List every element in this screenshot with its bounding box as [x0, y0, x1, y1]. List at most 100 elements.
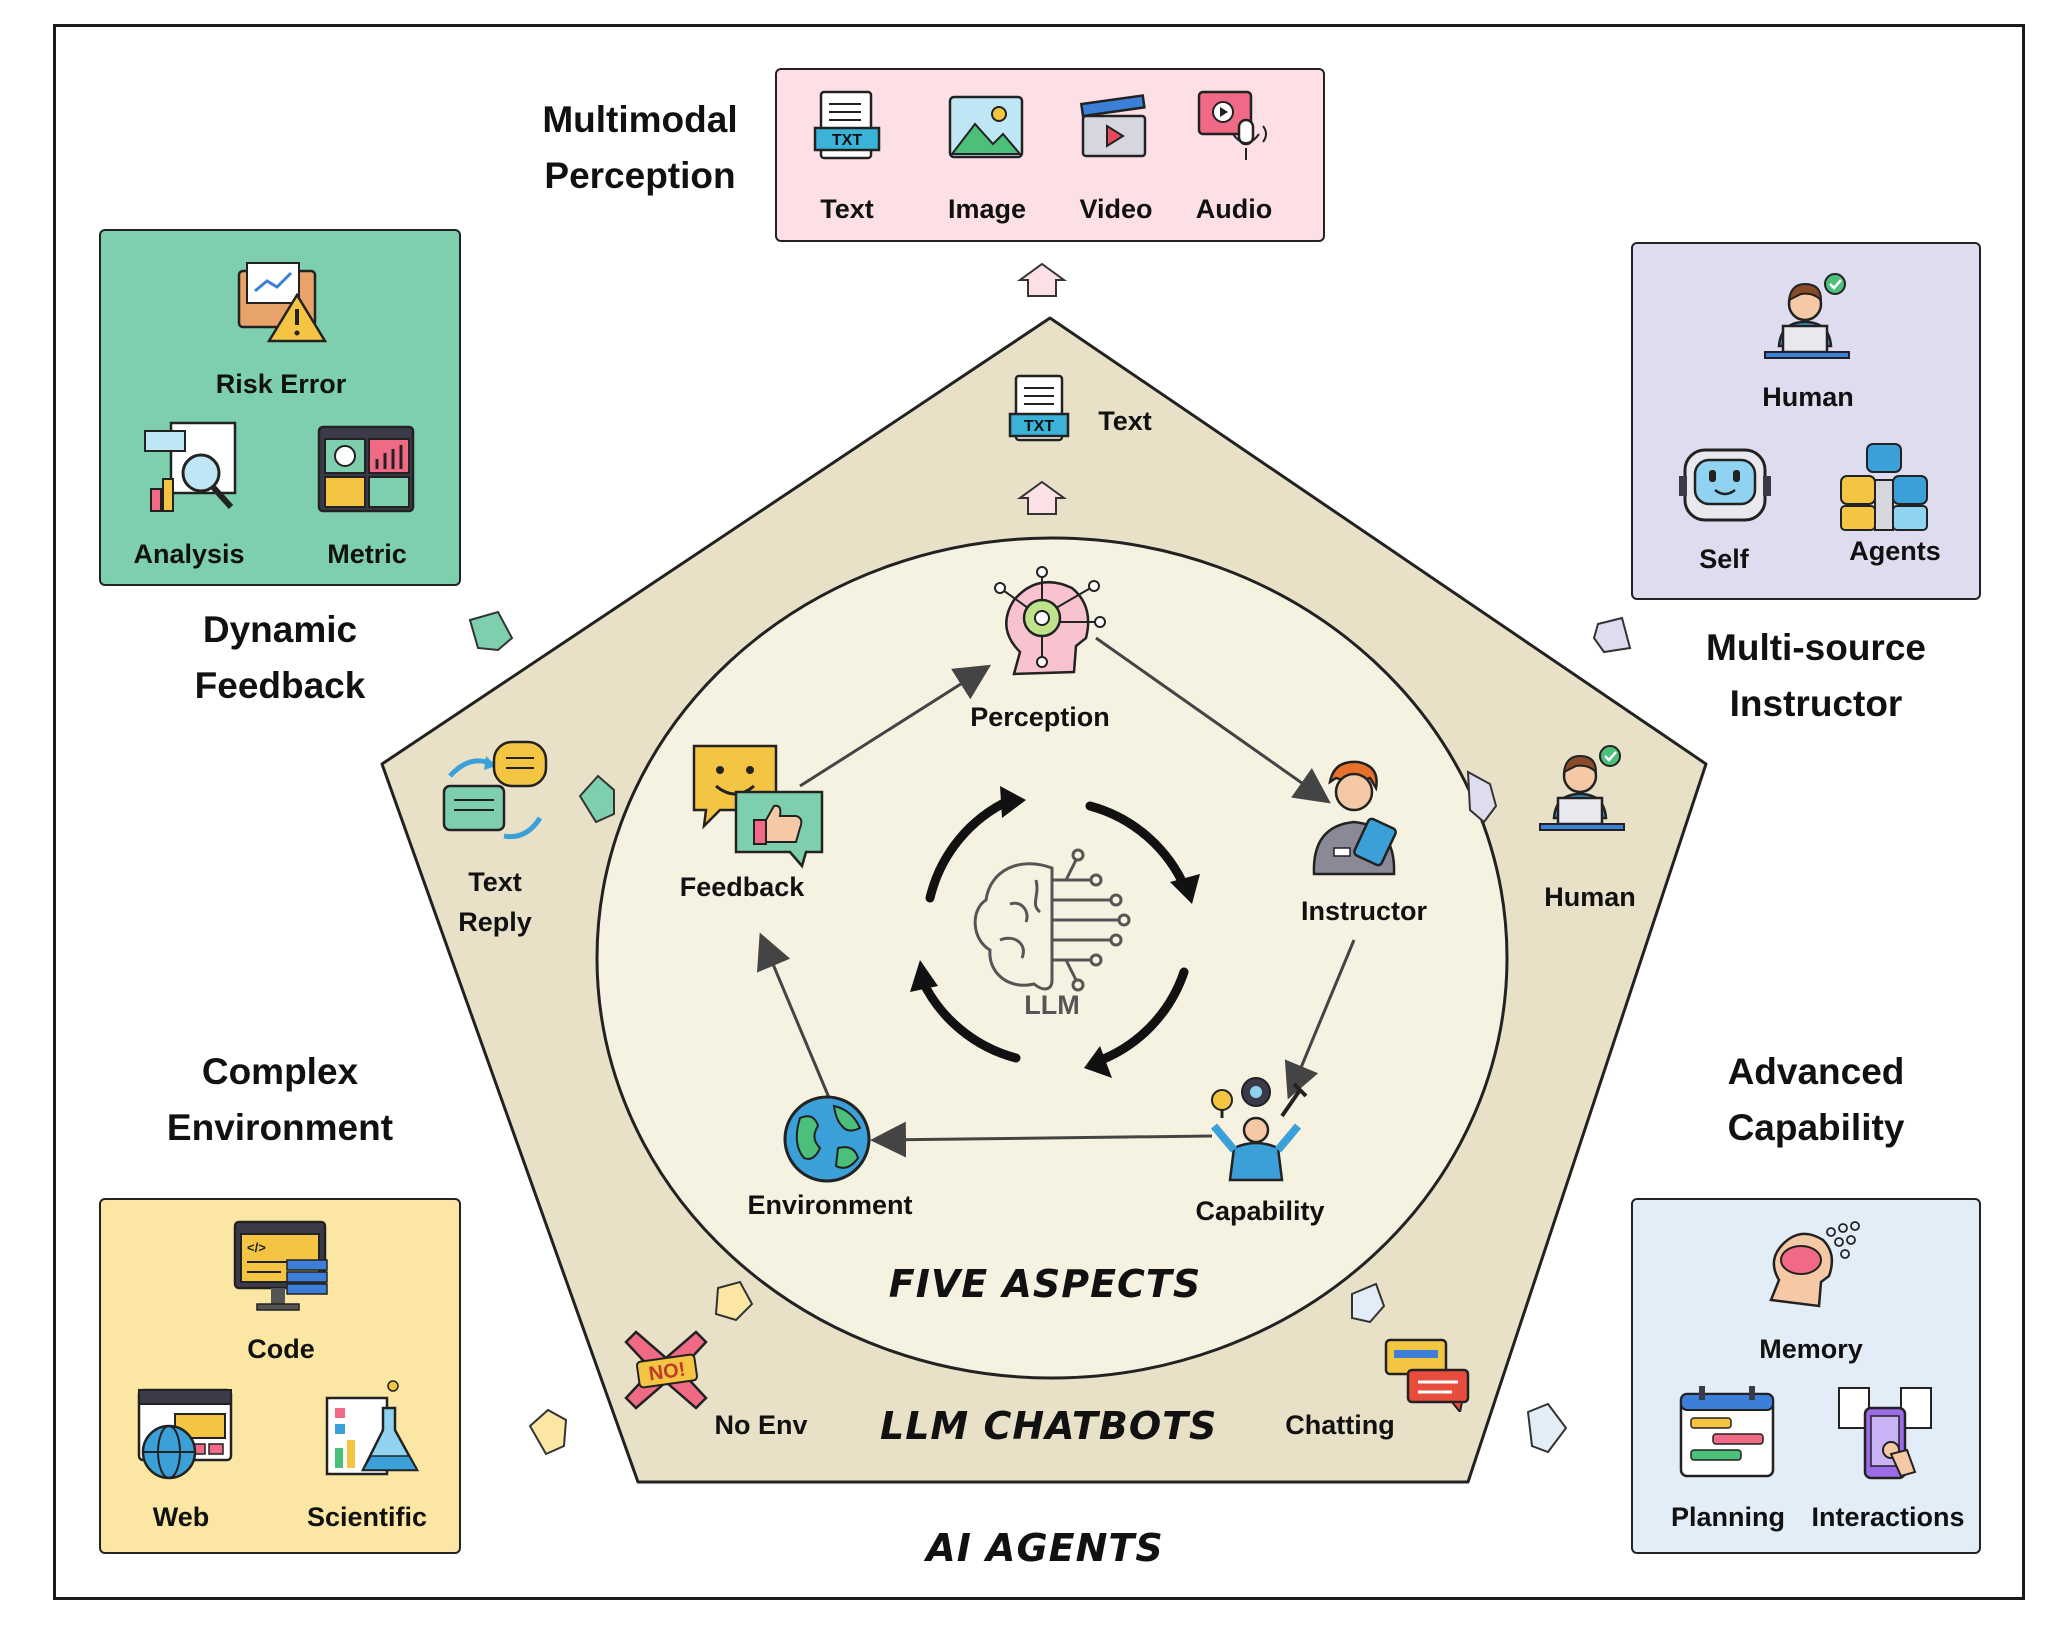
chatting-bubbles-icon [1384, 1338, 1470, 1412]
interactions-touch-icon [1838, 1387, 1932, 1480]
multimodal-item-text: Text [820, 194, 874, 224]
env-item-code: Code [247, 1334, 315, 1364]
video-clapper-icon [1079, 94, 1147, 158]
brain-icon [973, 848, 1131, 992]
svg-text:NO!: NO! [647, 1359, 686, 1386]
svg-text:TXT: TXT [1024, 418, 1054, 435]
arrow-environment-to-feedback [757, 932, 832, 1101]
instructor-label: Instructor [1300, 896, 1427, 926]
feedback-label: Feedback [679, 872, 805, 902]
llm-center-label: LLM [1024, 990, 1080, 1020]
multimodal-item-video: Video [1079, 194, 1153, 224]
arrow-lilac-right-inner [1466, 770, 1498, 824]
risk-error-icon [237, 262, 328, 343]
text-reply-label: Text Reply [430, 862, 560, 942]
pentagon-human-icon [1539, 745, 1625, 831]
advanced-cap-box: Memory Planning Interactions [1631, 1198, 1981, 1554]
multi-source-title-line1: Multi-source [1706, 627, 1926, 668]
pentagon-txt-file-icon: TXT [1008, 374, 1070, 442]
llm-cycle-arrowheads [910, 786, 1200, 1078]
svg-text:</>: </> [247, 1240, 266, 1255]
capability-item-memory: Memory [1759, 1334, 1863, 1364]
planning-calendar-icon [1679, 1386, 1775, 1478]
image-icon [948, 95, 1024, 159]
multimodal-item-image: Image [947, 194, 1027, 224]
capability-label: Capability [1195, 1196, 1325, 1226]
dynamic-feedback-title-line2: Feedback [194, 665, 366, 706]
multimodal-title-line2: Perception [544, 155, 736, 196]
feedback-emoji-icon [692, 744, 824, 869]
metric-dashboard-icon [317, 425, 415, 513]
advanced-cap-title-line1: Advanced [1727, 1051, 1905, 1092]
arrow-perception-to-instructor [1095, 636, 1331, 804]
perception-head-icon [994, 566, 1106, 676]
env-item-scientific: Scientific [306, 1502, 428, 1532]
multi-source-title-line2: Instructor [1729, 683, 1903, 724]
outer-frame [53, 24, 2025, 1600]
text-reply-chat-icon [442, 740, 548, 840]
arrow-yellow-bottom-inner [714, 1280, 754, 1322]
multi-source-title: Multi-source Instructor [1686, 620, 1946, 732]
agents-robots-icon [1840, 443, 1928, 531]
analysis-icon [144, 421, 237, 512]
arrow-feedback-to-perception [799, 664, 992, 788]
arrow-green-left-outer [468, 610, 514, 652]
arrow-yellow-bottom-outer [528, 1408, 568, 1456]
arrow-green-left-inner [578, 774, 615, 824]
code-monitor-icon: </> [233, 1220, 328, 1311]
chatting-label: Chatting [1285, 1410, 1395, 1440]
text-reply-line1: Text [468, 867, 522, 897]
dynamic-feedback-box: Risk Error Analysis Metric [99, 229, 461, 586]
web-browser-icon [137, 1388, 233, 1480]
multimodal-item-audio: Audio [1195, 194, 1273, 224]
memory-head-icon [1769, 1221, 1860, 1308]
complex-env-title-line1: Complex [201, 1051, 359, 1092]
arrow-blue-bottom-inner [1351, 1282, 1386, 1324]
arrow-lilac-right-outer [1592, 616, 1632, 654]
dynamic-feedback-title-line1: Dynamic [202, 609, 358, 650]
self-robot-icon [1679, 448, 1771, 522]
capability-item-planning: Planning [1671, 1502, 1785, 1532]
instructor-item-self: Self [1699, 544, 1749, 574]
connector-arrows [468, 262, 1632, 1456]
arrow-instructor-to-capability [1284, 939, 1356, 1100]
audio-mic-icon [1197, 90, 1267, 160]
environment-label: Environment [747, 1190, 913, 1220]
feedback-item-analysis: Analysis [133, 539, 245, 569]
up-arrow-pink-top [1016, 262, 1068, 297]
no-env-icon: NO! [624, 1330, 708, 1410]
arrow-capability-to-environment [870, 1121, 1213, 1158]
environment-globe-icon [783, 1095, 871, 1183]
multimodal-box: TXT Text Image Video Audio [775, 68, 1325, 242]
dynamic-feedback-title: Dynamic Feedback [160, 602, 400, 714]
multi-source-box: Human Self Agents [1631, 242, 1981, 600]
advanced-cap-title: Advanced Capability [1686, 1044, 1946, 1156]
llm-chatbots-title: LLM CHATBOTS [880, 1404, 1218, 1448]
human-at-laptop-icon [1764, 273, 1850, 359]
instructor-item-agents: Agents [1849, 536, 1941, 566]
svg-text:TXT: TXT [832, 132, 862, 149]
text-reply-line2: Reply [458, 907, 532, 937]
feedback-item-risk-error: Risk Error [215, 369, 347, 399]
complex-env-title-line2: Environment [166, 1107, 394, 1148]
multimodal-title-line1: Multimodal [542, 99, 738, 140]
five-aspects-title: FIVE ASPECTS [888, 1262, 1202, 1306]
instructor-person-icon [1312, 760, 1397, 876]
instructor-item-human: Human [1762, 382, 1854, 412]
ai-agents-title: AI AGENTS [926, 1526, 1164, 1570]
perception-label: Perception [970, 702, 1110, 732]
advanced-cap-title-line2: Capability [1727, 1107, 1905, 1148]
scientific-flask-icon [325, 1380, 420, 1476]
feedback-item-metric: Metric [327, 539, 407, 569]
multimodal-title: Multimodal Perception [520, 92, 760, 204]
txt-file-icon: TXT [813, 90, 881, 160]
up-arrow-pink-inner [1016, 480, 1068, 515]
complex-env-title: Complex Environment [140, 1044, 420, 1156]
pentagon-text-label: Text [1098, 406, 1152, 436]
capability-person-icon [1210, 1077, 1308, 1182]
complex-env-box: </> Code Web Scientific [99, 1198, 461, 1554]
llm-cycle-arrows [917, 795, 1191, 1067]
pentagon-human-label: Human [1544, 882, 1636, 912]
capability-item-interactions: Interactions [1811, 1502, 1965, 1532]
